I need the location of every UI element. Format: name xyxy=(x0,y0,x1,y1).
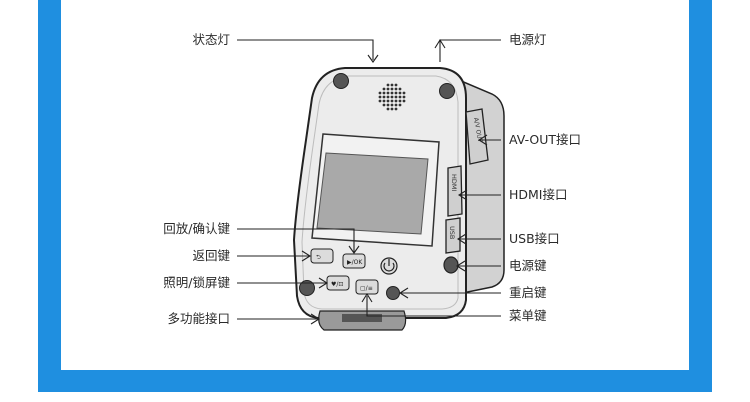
grille-dot xyxy=(386,91,390,95)
grille-dot xyxy=(390,99,394,103)
leader-playback-confirm xyxy=(237,228,355,252)
grille-dot xyxy=(386,99,390,103)
playback-confirm-button[interactable] xyxy=(342,253,366,269)
grille-dot xyxy=(378,91,382,95)
light-lock-glyph: ♥/⊡ xyxy=(331,281,343,288)
multi-port-pins xyxy=(342,314,382,322)
screw-bottom-left xyxy=(299,280,315,296)
label-power-light: 电源灯 xyxy=(509,32,547,47)
grille-dot xyxy=(386,87,390,91)
screw-top-right xyxy=(439,83,455,99)
grille-dot xyxy=(382,95,386,99)
menu-key-glyph: ▢/≡ xyxy=(360,285,373,292)
av-out-port-text: A/V OUT xyxy=(472,117,483,143)
screen xyxy=(316,152,429,235)
label-playback-confirm-key: 回放/确认键 xyxy=(163,221,230,236)
label-reset-key: 重启键 xyxy=(509,285,547,300)
usb-port-text: USB xyxy=(448,226,456,239)
device-inner-edge xyxy=(301,75,459,310)
back-key-button[interactable] xyxy=(310,248,334,264)
grille-dot xyxy=(394,107,398,111)
grille-dot xyxy=(382,87,386,91)
leader-status-light xyxy=(237,39,374,60)
label-multi-port: 多功能接口 xyxy=(167,311,230,326)
arrow-usb xyxy=(456,233,467,245)
label-menu-key: 菜单键 xyxy=(509,308,547,323)
playback-confirm-glyph: ▶/OK xyxy=(347,259,363,266)
leader-lines xyxy=(237,38,501,325)
label-back-key: 返回键 xyxy=(192,248,230,263)
power-key-side[interactable] xyxy=(443,256,459,274)
grille-dot xyxy=(386,107,390,111)
label-light-lock-key: 照明/锁屏键 xyxy=(163,275,230,290)
arrow-status-light xyxy=(367,54,379,63)
usb-port xyxy=(445,217,461,254)
arrow-power-key xyxy=(455,260,466,272)
grille-dot xyxy=(390,107,394,111)
hdmi-port xyxy=(447,165,463,217)
grille-dot xyxy=(402,91,406,95)
leader-menu-key xyxy=(366,296,501,317)
label-power-key: 电源键 xyxy=(509,258,547,273)
grille-dot xyxy=(386,83,390,87)
arrow-power-light xyxy=(434,38,446,49)
reset-hole xyxy=(386,286,400,300)
arrow-light-lock xyxy=(318,277,329,289)
grille-dot xyxy=(398,87,402,91)
label-av-out-port: AV-OUT接口 xyxy=(509,132,582,147)
grille-dot xyxy=(398,91,402,95)
grille-dot xyxy=(382,99,386,103)
grille-dot xyxy=(394,99,398,103)
hdmi-port-text: HDMI xyxy=(450,174,458,192)
grille-dot xyxy=(386,103,390,107)
label-usb-port: USB接口 xyxy=(509,231,560,246)
av-out-port xyxy=(465,108,489,165)
speaker-grille xyxy=(378,83,406,111)
grille-dot xyxy=(378,99,382,103)
grille-dot xyxy=(402,95,406,99)
grille-dot xyxy=(390,91,394,95)
label-status-light: 状态灯 xyxy=(192,32,230,47)
grille-dot xyxy=(394,103,398,107)
grille-dot xyxy=(386,95,390,99)
grille-dot xyxy=(390,95,394,99)
arrow-menu-key xyxy=(361,292,373,303)
grille-dot xyxy=(394,87,398,91)
grille-dot xyxy=(390,87,394,91)
arrow-multi-port xyxy=(310,313,321,325)
grille-dot xyxy=(398,99,402,103)
arrow-playback-confirm xyxy=(348,245,360,254)
arrow-back-key xyxy=(301,250,312,262)
arrow-hdmi xyxy=(457,189,468,201)
grille-dot xyxy=(394,83,398,87)
back-key-glyph: ⮌ xyxy=(316,254,321,261)
grille-dot xyxy=(394,95,398,99)
arrow-av-out xyxy=(477,134,488,146)
arrow-reset-key xyxy=(398,287,409,299)
screw-top-left xyxy=(333,73,349,89)
label-hdmi-port: HDMI接口 xyxy=(509,187,568,202)
grille-dot xyxy=(398,95,402,99)
grille-dot xyxy=(390,83,394,87)
grille-dot xyxy=(390,103,394,107)
grille-dot xyxy=(402,99,406,103)
power-symbol-icon xyxy=(383,262,395,272)
grille-dot xyxy=(378,95,382,99)
grille-dot xyxy=(382,91,386,95)
grille-dot xyxy=(382,103,386,107)
grille-dot xyxy=(394,91,398,95)
grille-dot xyxy=(398,103,402,107)
